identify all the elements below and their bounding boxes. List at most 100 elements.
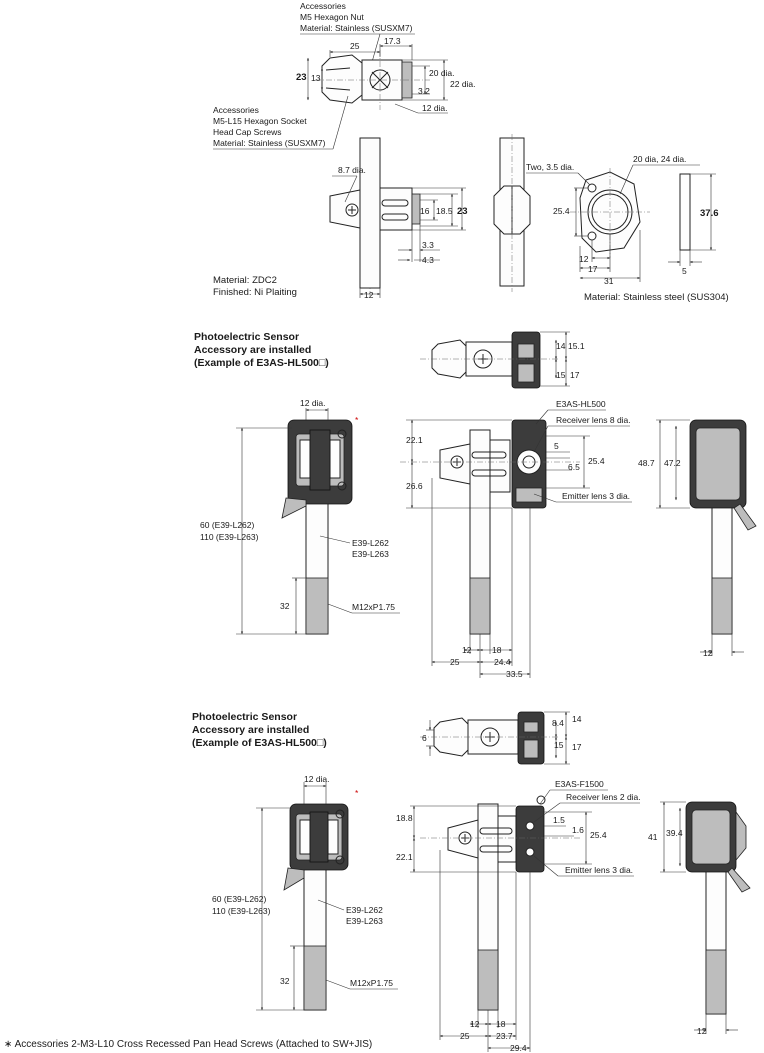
- s1-model-label: E3AS-HL500: [556, 399, 606, 409]
- s2-thread-label: M12xP1.75: [350, 978, 393, 988]
- s2-dim-12-dia: 12 dia.: [304, 774, 330, 784]
- mount-finish: Finished: Ni Plaiting: [213, 287, 297, 298]
- dim-5-plate: 5: [682, 266, 687, 276]
- s2-rod-label-1: E39-L262: [346, 905, 383, 915]
- s1-emitter-label: Emitter lens 3 dia.: [562, 491, 630, 501]
- s2-emitter-label: Emitter lens 3 dia.: [565, 865, 633, 875]
- s1-rod-label-2: E39-L263: [352, 549, 389, 559]
- s1-thread-label: M12xP1.75: [352, 602, 395, 612]
- dim-23-mount: 23: [457, 206, 468, 217]
- s1-dim-24-4: 24.4: [494, 657, 511, 667]
- dim-16-mount: 16: [420, 206, 430, 216]
- s1-rod-label-1: E39-L262: [352, 538, 389, 548]
- dim-37-6: 37.6: [700, 208, 719, 219]
- s2-dim-110: 110 (E39-L263): [212, 906, 271, 916]
- dim-3-3: 3.3: [422, 240, 434, 250]
- s2-dim-18: 18: [496, 1019, 506, 1029]
- dim-two-3-5-dia: Two, 3.5 dia.: [526, 162, 574, 172]
- mount-rod: [359, 137, 381, 289]
- dim-20-24-dia: 20 dia, 24 dia.: [633, 154, 686, 164]
- s2-dim-12b: 12: [697, 1026, 707, 1036]
- s1-asterisk: *: [355, 415, 359, 425]
- dim-4-3: 4.3: [422, 255, 434, 265]
- section2-front-view: * 12 dia. 60 (E39-L262) 110 (E39-L263) 3…: [212, 774, 398, 1011]
- s2-dim-39-4: 39.4: [666, 828, 683, 838]
- s1-rod-thread: [305, 577, 329, 635]
- s1-dim-33-5: 33.5: [506, 669, 523, 679]
- s2-receiver-label: Receiver lens 2 dia.: [566, 792, 641, 802]
- mount-side-view: [493, 134, 531, 292]
- plate-material: Material: Stainless steel (SUS304): [584, 292, 729, 303]
- s1-dim-6-5: 6.5: [568, 462, 580, 472]
- s2-dim-15: 15: [554, 740, 564, 750]
- s1-dim-12b: 12: [703, 648, 713, 658]
- section2-heading-line1: Photoelectric Sensor: [192, 711, 297, 723]
- s2-dim-1-5: 1.5: [553, 815, 565, 825]
- s1-dim-47-2: 47.2: [664, 458, 681, 468]
- s1-dim-48-7: 48.7: [638, 458, 655, 468]
- s2-receiver-lens: [525, 821, 535, 831]
- section-2: Photoelectric Sensor Accessory are insta…: [192, 711, 751, 1053]
- s2-dim-29-4: 29.4: [510, 1043, 527, 1053]
- s1-dim-14: 14: [556, 341, 566, 351]
- footnote: ∗ Accessories 2-M3-L10 Cross Recessed Pa…: [4, 1039, 372, 1050]
- section1-heading-line3: (Example of E3AS-HL500□): [194, 357, 329, 369]
- dim-12-mount: 12: [364, 290, 374, 300]
- dim-31-plate: 31: [604, 276, 614, 286]
- s2-dim-41: 41: [648, 832, 658, 842]
- bracket-clamp: [321, 54, 363, 104]
- s1-dim-60: 60 (E39-L262): [200, 520, 255, 530]
- section2-heading-line3: (Example of E3AS-HL500□): [192, 737, 327, 749]
- section2-top-view: 6 8.4 14 15 17: [420, 711, 582, 765]
- screw-label-line1: Accessories: [213, 105, 259, 115]
- screw-label-line3: Head Cap Screws: [213, 127, 282, 137]
- nut-label-line3: Material: Stainless (SUSXM7): [300, 23, 413, 33]
- dim-17-3: 17.3: [384, 36, 401, 46]
- s2-dim-8-4: 8.4: [552, 718, 564, 728]
- section1-rear-view: 48.7 47.2 12: [638, 419, 757, 658]
- s2-asterisk: *: [355, 788, 359, 798]
- s2-dim-23-7: 23.7: [496, 1031, 513, 1041]
- dim-20-dia: 20 dia.: [429, 68, 455, 78]
- s1-receiver-label: Receiver lens 8 dia.: [556, 415, 631, 425]
- s2-dim-6: 6: [422, 733, 427, 743]
- section1-heading-line1: Photoelectric Sensor: [194, 331, 299, 343]
- s1-dim-12-dia: 12 dia.: [300, 398, 326, 408]
- s2-dim-12: 12: [470, 1019, 480, 1029]
- dim-13: 13: [311, 73, 321, 83]
- mount-bracket-view: 8.7 dia. 16 18.5 23 3.3 4.3 12 Material:…: [213, 137, 468, 300]
- s2-dim-14: 14: [572, 714, 582, 724]
- screw-label-line4: Material: Stainless (SUSXM7): [213, 138, 326, 148]
- s2-dim-17: 17: [572, 742, 582, 752]
- dim-3-2: 3.2: [418, 86, 430, 96]
- socket-screw-icon: [345, 203, 359, 217]
- s1-dim-5: 5: [554, 441, 559, 451]
- section-1: Photoelectric Sensor Accessory are insta…: [194, 331, 757, 679]
- section2-rear-view: 41 39.4 12: [648, 801, 751, 1036]
- plate-view: Two, 3.5 dia. 20 dia, 24 dia. 25.4 12 17…: [526, 154, 729, 303]
- nut-label-line2: M5 Hexagon Nut: [300, 12, 364, 22]
- screw-label-line2: M5-L15 Hexagon Socket: [213, 116, 307, 126]
- s2-model-label: E3AS-F1500: [555, 779, 604, 789]
- nut-label-line1: Accessories: [300, 1, 346, 11]
- s2-rod-label-2: E39-L263: [346, 916, 383, 926]
- sensor2-side: [515, 805, 545, 873]
- dim-17-plate: 17: [588, 264, 598, 274]
- mount-material: Material: ZDC2: [213, 275, 277, 286]
- s1-dim-110: 110 (E39-L263): [200, 532, 259, 542]
- top-view-bracket: Accessories M5 Hexagon Nut Material: Sta…: [213, 1, 476, 150]
- s1-dim-26-6: 26.6: [406, 481, 423, 491]
- dim-22-dia: 22 dia.: [450, 79, 476, 89]
- s2-emitter-lens: [525, 847, 535, 857]
- dim-25-4-plate: 25.4: [553, 206, 570, 216]
- s1-dim-25-4: 25.4: [588, 456, 605, 466]
- s2-dim-32: 32: [280, 976, 290, 986]
- s1-dim-17: 17: [570, 370, 580, 380]
- s2-dim-60: 60 (E39-L262): [212, 894, 267, 904]
- section2-side-view: E3AS-F1500 Receiver lens 2 dia. Emitter …: [396, 779, 641, 1053]
- plate-side: [679, 173, 691, 251]
- dim-12-dia-top: 12 dia.: [422, 103, 448, 113]
- s2-dim-18-8: 18.8: [396, 813, 413, 823]
- dim-23-top: 23: [296, 72, 307, 83]
